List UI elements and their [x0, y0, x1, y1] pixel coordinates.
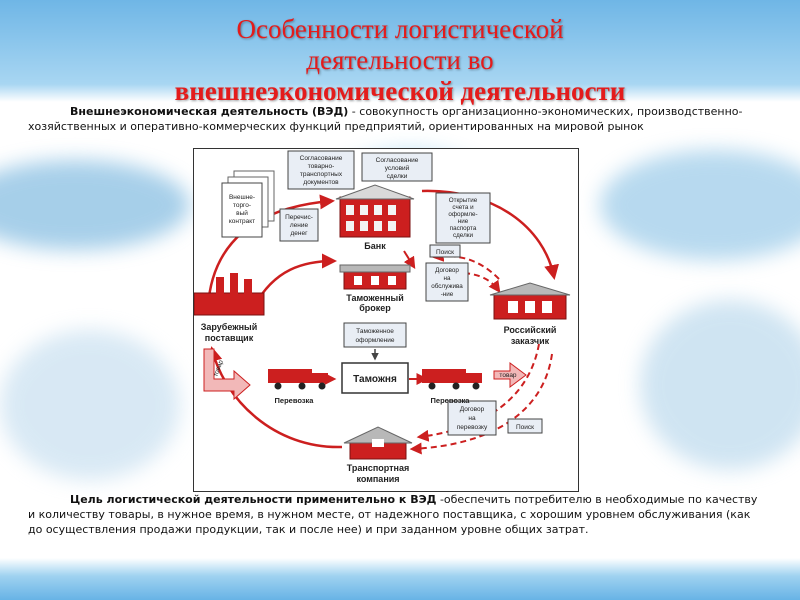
goal-term: Цель логистической деятельности применит…	[70, 493, 437, 506]
doc-search-bottom: Поиск	[507, 418, 543, 434]
title-line-3: внешнеэкономической деятельности	[174, 76, 626, 106]
flow-arrow-company-supplier	[207, 346, 343, 449]
background-cloud	[0, 160, 190, 250]
node-company: Транспортная компания	[343, 426, 413, 484]
goods-right-label: товар	[499, 372, 517, 379]
doc-service-contract-l2: обслужива	[431, 282, 463, 290]
node-bank-label: Банк	[364, 241, 386, 251]
node-broker: Таможенный брокер	[339, 264, 411, 313]
doc-search-top: Поиск	[429, 244, 461, 258]
flow-arrow-supplier-broker	[252, 253, 337, 308]
doc-agreement-docs-l0: Согласование	[300, 155, 343, 162]
doc-agreement-docs-l3: документов	[303, 179, 339, 186]
background-cloud	[640, 300, 800, 470]
doc-opening-l0: Открытие	[449, 197, 478, 204]
doc-transport-contract-l1: на	[468, 415, 476, 422]
doc-opening: Открытие счета и оформле- ние паспорта с…	[435, 192, 491, 244]
flow-arrow-broker-customer-dashed	[443, 271, 501, 293]
goods-arrow-right: товар	[493, 362, 527, 388]
doc-contract-l1: торго-	[233, 202, 251, 209]
node-customer-l0: Российский	[504, 325, 557, 335]
doc-transfer: Перечис- ление денег	[279, 208, 319, 242]
doc-transfer-l1: ление	[290, 222, 309, 229]
doc-opening-l4: паспорта	[450, 225, 477, 232]
node-supplier-l0: Зарубежный	[201, 322, 258, 332]
intro-term: Внешнеэкономическая деятельность (ВЭД)	[70, 105, 349, 118]
doc-opening-l2: оформле-	[448, 211, 477, 218]
doc-opening-l3: ние	[458, 218, 469, 225]
doc-agreement-terms-l1: условий	[385, 164, 410, 172]
doc-agreement-terms: Согласование условий сделки	[361, 152, 433, 182]
logistics-diagram: Согласование товарно- транспортных докум…	[193, 148, 579, 492]
doc-agreement-docs: Согласование товарно- транспортных докум…	[287, 150, 355, 190]
doc-opening-l1: счета и	[452, 204, 474, 211]
doc-contract-l2: вый	[236, 209, 248, 217]
truck-right-label: Перевозка	[431, 396, 471, 405]
doc-transport-contract: Договор на перевозку	[447, 400, 497, 436]
node-customer: Российский заказчик	[489, 282, 571, 346]
doc-search-bottom-label: Поиск	[516, 424, 534, 431]
node-supplier-l1: поставщик	[205, 333, 254, 343]
flow-arrow-bank-broker	[403, 250, 416, 270]
node-bank: Банк	[335, 184, 415, 251]
node-customs-label: Таможня	[353, 374, 397, 385]
doc-service-contract-l3: -ние	[441, 291, 454, 298]
doc-agreement-terms-l0: Согласование	[376, 157, 419, 164]
slide-title: Особенности логистической деятельности в…	[120, 14, 680, 107]
intro-paragraph: Внешнеэкономическая деятельность (ВЭД) -…	[28, 104, 768, 134]
doc-service-contract-l1: на	[444, 275, 451, 282]
goal-text: -обеспечить потребителю в необходимые по…	[28, 493, 758, 536]
doc-service-contract: Договор на обслужива -ние	[425, 262, 469, 302]
doc-service-contract-l0: Договор	[435, 267, 459, 274]
doc-transport-contract-l2: перевозку	[457, 424, 488, 431]
title-line-1: Особенности логистической	[236, 14, 564, 44]
doc-opening-l5: сделки	[453, 232, 474, 239]
doc-contract: Внешне- торго- вый контракт	[221, 170, 275, 238]
node-broker-l0: Таможенный	[346, 293, 404, 303]
doc-contract-l0: Внешне-	[229, 194, 255, 201]
truck-left-label: Перевозка	[275, 396, 315, 405]
doc-transport-contract-l0: Договор	[460, 406, 485, 413]
doc-agreement-terms-l2: сделки	[387, 173, 408, 180]
doc-contract-l3: контракт	[229, 218, 255, 225]
flow-arrow-bank-customer	[421, 189, 559, 280]
flow-arrow-customer-company-2	[416, 343, 540, 442]
node-broker-l1: брокер	[359, 303, 391, 313]
doc-search-top-label: Поиск	[436, 249, 454, 256]
node-customs: Таможня	[341, 362, 409, 394]
doc-agreement-docs-l1: товарно-	[308, 163, 335, 170]
truck-left: Перевозка	[268, 369, 328, 405]
node-supplier: Зарубежный поставщик	[193, 273, 265, 343]
truck-right: Перевозка	[422, 369, 482, 405]
doc-agreement-docs-l2: транспортных	[300, 171, 343, 178]
goods-arrow-left: товар	[203, 348, 251, 401]
node-customer-l1: заказчик	[511, 336, 550, 346]
doc-transfer-l0: Перечис-	[285, 214, 313, 221]
node-company-l1: компания	[356, 474, 399, 484]
title-line-2: деятельности во	[306, 45, 494, 75]
node-company-l0: Транспортная	[347, 463, 410, 473]
goal-paragraph: Цель логистической деятельности применит…	[28, 492, 768, 537]
background-cloud	[0, 330, 180, 480]
doc-customs-clearance-l0: Таможенное	[356, 328, 394, 335]
doc-customs-clearance-l1: оформление	[356, 337, 395, 344]
background-cloud	[600, 150, 800, 260]
doc-customs-clearance: Таможенное оформление	[343, 322, 407, 348]
doc-transfer-l2: денег	[291, 230, 309, 237]
intro-text: - совокупность организационно-экономичес…	[28, 105, 743, 133]
